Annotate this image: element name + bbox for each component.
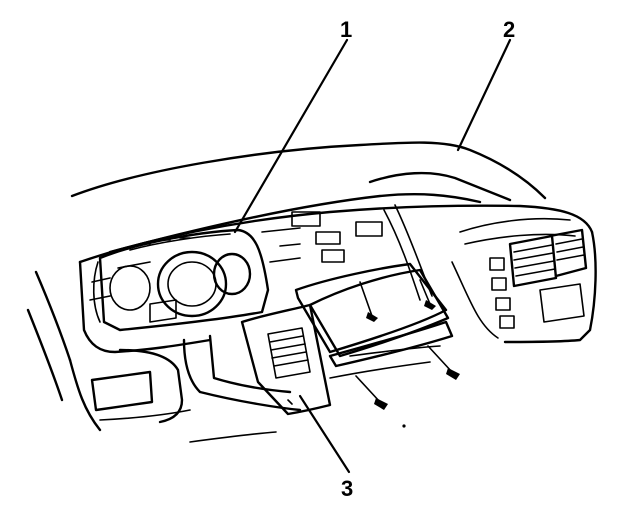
center-switches (261, 204, 433, 301)
instrument-panel-trim-plate (240, 262, 454, 416)
callout-1: 1 (340, 17, 352, 42)
dash-top-outline (70, 141, 547, 254)
lower-console (182, 334, 441, 443)
callout-2: 2 (503, 17, 515, 42)
instrument-cluster (89, 228, 270, 332)
callout-3: 3 (341, 476, 353, 501)
fastener-screws (355, 279, 460, 428)
leader-lines (233, 38, 512, 474)
leader-line-2 (456, 38, 512, 152)
leader-line-3 (298, 394, 351, 474)
leader-line-1 (233, 38, 349, 234)
left-lower-trim (26, 270, 191, 432)
instrument-panel-carrier (78, 204, 597, 354)
right-vents (489, 228, 588, 329)
